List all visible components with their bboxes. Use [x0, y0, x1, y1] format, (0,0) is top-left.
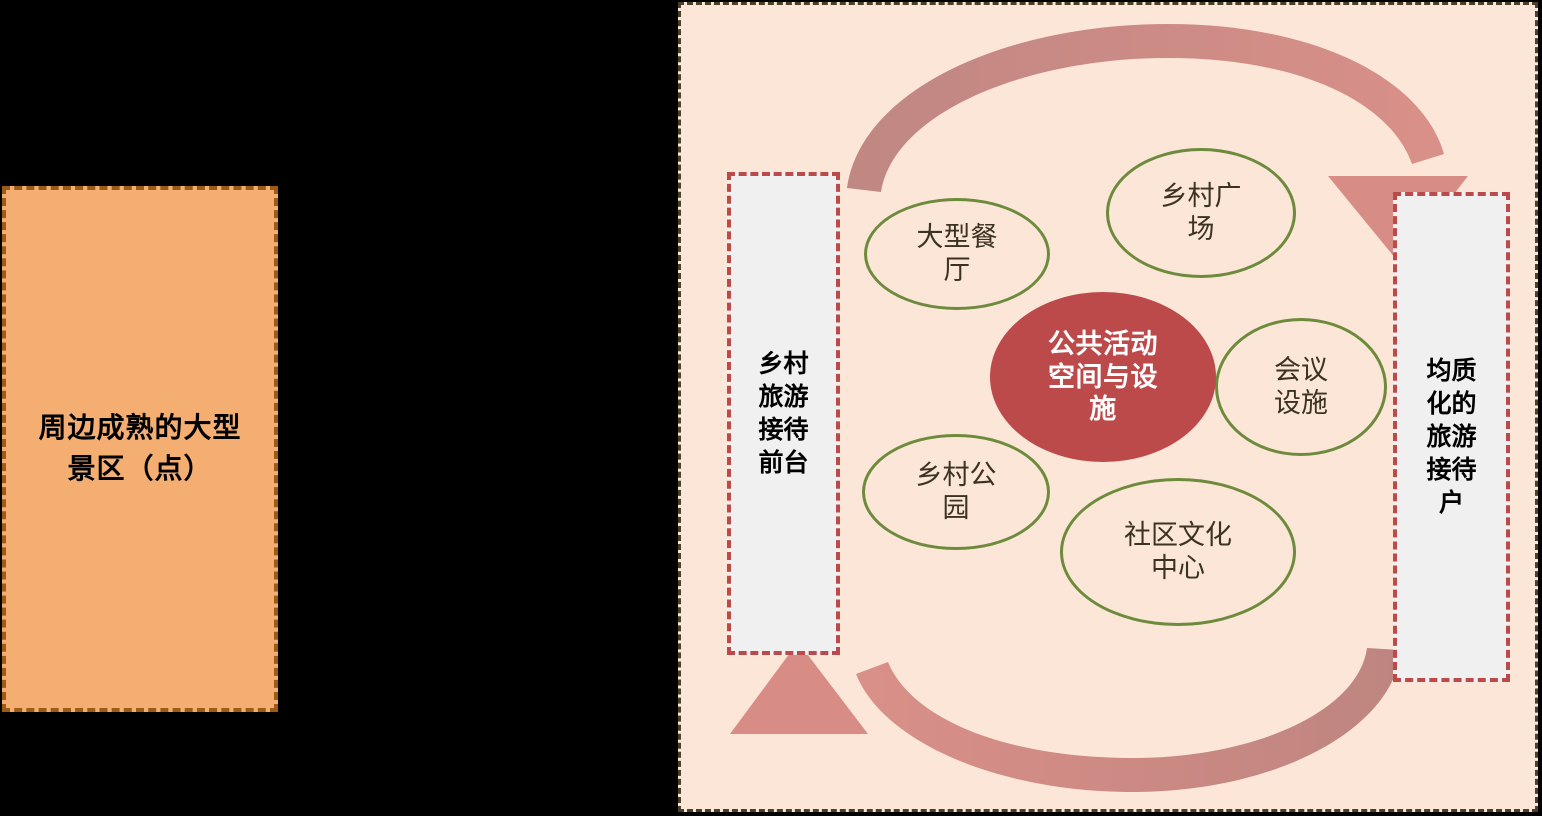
node-large-restaurant: 大型餐 厅 [864, 198, 1050, 310]
sidebox-reception-front-desk-label: 乡村 旅游 接待 前台 [758, 349, 809, 477]
node-conference-facility-label: 会议 设施 [1274, 355, 1328, 418]
node-conference-facility: 会议 设施 [1215, 318, 1387, 456]
sidebox-homogenized-households: 均质 化的 旅游 接待 户 [1393, 192, 1510, 682]
node-village-square: 乡村广 场 [1106, 148, 1296, 278]
node-village-park: 乡村公 园 [862, 434, 1050, 550]
scenic-area-label: 周边成熟的大型 景区（点） [38, 412, 242, 484]
node-large-restaurant-label: 大型餐 厅 [916, 222, 998, 285]
hub-public-activity-space: 公共活动 空间与设 施 [990, 292, 1216, 462]
scenic-area-box: 周边成熟的大型 景区（点） [2, 186, 278, 712]
node-community-culture-center-label: 社区文化 中心 [1124, 520, 1232, 583]
node-village-square-label: 乡村广 场 [1160, 181, 1242, 244]
node-community-culture-center: 社区文化 中心 [1060, 478, 1296, 626]
node-village-park-label: 乡村公 园 [915, 460, 997, 523]
hub-public-activity-space-label: 公共活动 空间与设 施 [1048, 328, 1158, 425]
sidebox-homogenized-households-label: 均质 化的 旅游 接待 户 [1426, 356, 1477, 517]
sidebox-reception-front-desk: 乡村 旅游 接待 前台 [727, 172, 840, 655]
